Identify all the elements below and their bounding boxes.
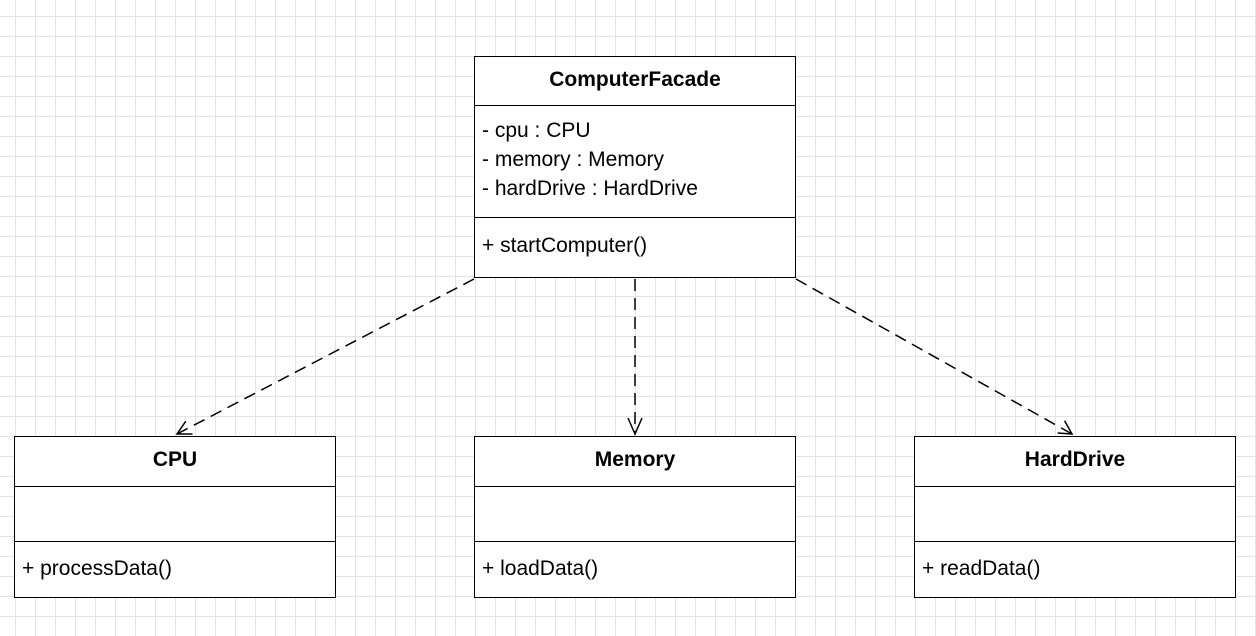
class-name: HardDrive [915, 437, 1235, 487]
operations-compartment: + loadData() [475, 542, 795, 583]
operations-compartment: + readData() [915, 542, 1235, 583]
attributes-compartment: - cpu : CPU - memory : Memory - hardDriv… [475, 106, 795, 218]
operations-compartment: + processData() [15, 542, 335, 583]
operation-read-data: + readData() [922, 557, 1041, 580]
class-name: Memory [475, 437, 795, 487]
dependency-arrow-cpu[interactable] [175, 278, 475, 435]
operation-start-computer: + startComputer() [482, 234, 648, 257]
operations-compartment: + startComputer() [475, 218, 795, 260]
dependency-arrow-memory[interactable] [627, 279, 643, 436]
class-cpu[interactable]: CPU + processData() [14, 436, 336, 598]
operation-process-data: + processData() [22, 557, 172, 580]
class-computer-facade[interactable]: ComputerFacade - cpu : CPU - memory : Me… [474, 56, 796, 278]
attributes-compartment [915, 487, 1235, 542]
dependency-arrow-harddrive[interactable] [795, 278, 1074, 435]
attributes-compartment [15, 487, 335, 542]
class-memory[interactable]: Memory + loadData() [474, 436, 796, 598]
attribute-hard-drive: - hardDrive : HardDrive [482, 177, 698, 200]
class-name: ComputerFacade [475, 57, 795, 106]
class-name: CPU [15, 437, 335, 487]
attribute-memory: - memory : Memory [482, 148, 665, 171]
class-hard-drive[interactable]: HardDrive + readData() [914, 436, 1236, 598]
attribute-cpu: - cpu : CPU [482, 119, 591, 142]
attributes-compartment [475, 487, 795, 542]
operation-load-data: + loadData() [482, 557, 599, 580]
